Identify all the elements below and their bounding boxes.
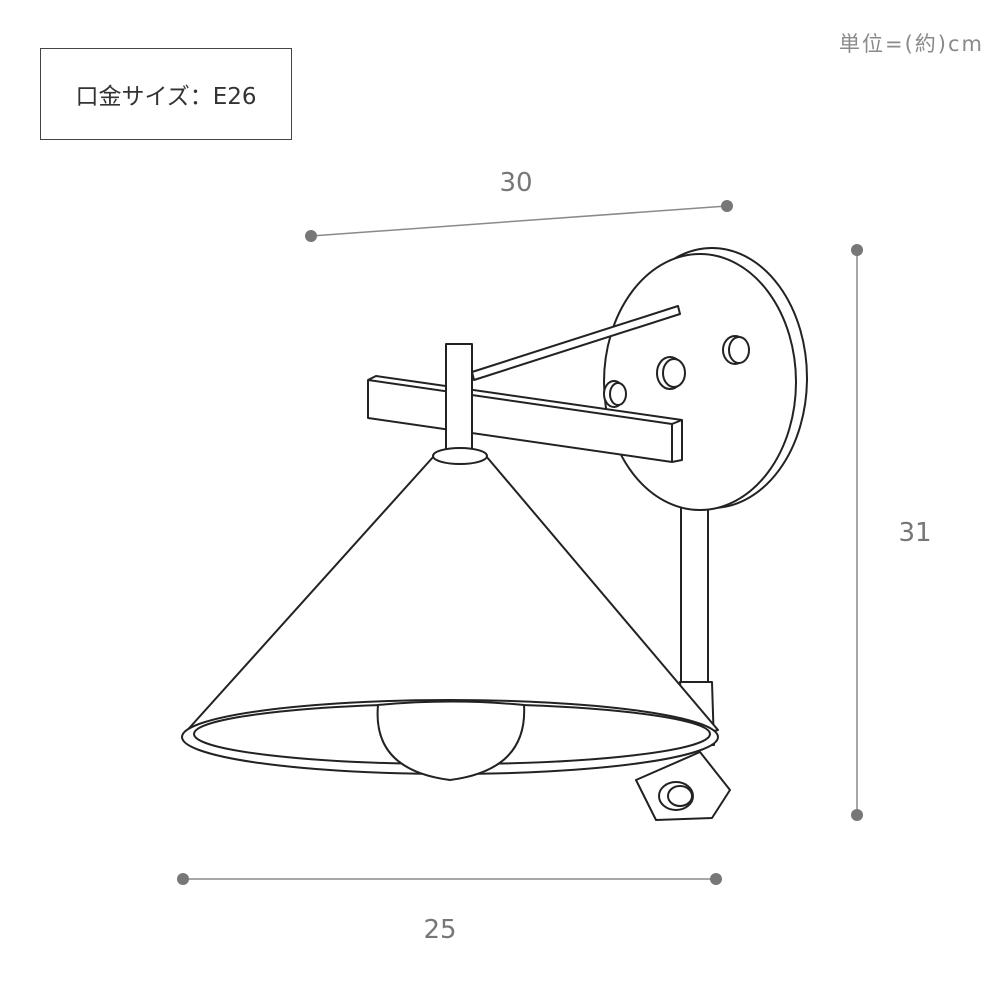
unit-label: 単位=(約)cm xyxy=(839,32,984,56)
shade-cap xyxy=(432,447,488,465)
stem xyxy=(680,499,709,686)
bulb xyxy=(376,700,526,781)
depth-dimension-line xyxy=(310,205,728,237)
depth-label: 30 xyxy=(499,168,533,198)
height-label: 31 xyxy=(898,518,932,548)
lamp xyxy=(181,247,808,821)
wall-plate-front xyxy=(603,253,797,511)
width-label: 25 xyxy=(423,915,457,945)
vertical-rod xyxy=(445,343,473,451)
socket-size-box: 口金サイズ：E26 xyxy=(40,48,292,140)
upper-arm xyxy=(471,305,681,381)
dimension-lines xyxy=(177,200,863,885)
socket-size-label: 口金サイズ：E26 xyxy=(75,84,257,110)
